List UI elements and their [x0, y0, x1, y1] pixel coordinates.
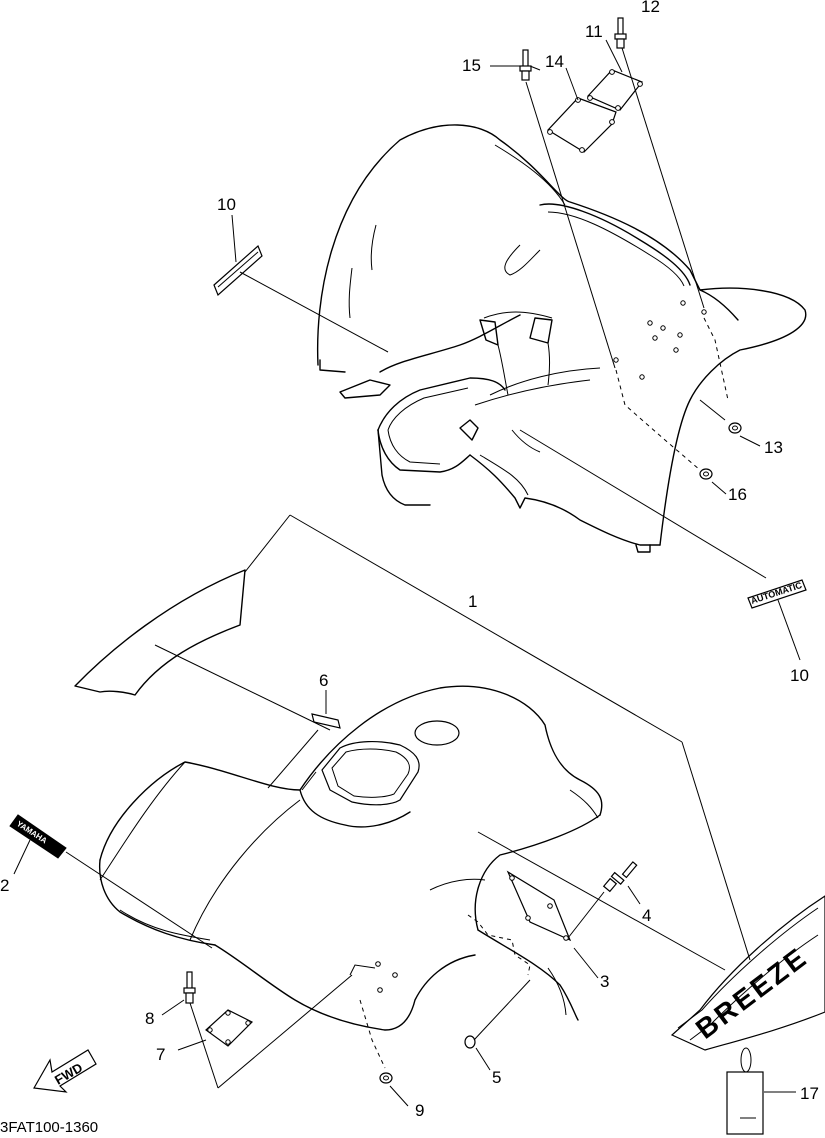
- callout-9: 9: [415, 1101, 424, 1120]
- grommet-9: [379, 1072, 409, 1107]
- front-fender: [74, 569, 603, 1069]
- plate-3: [506, 870, 572, 942]
- callout-11: 11: [585, 22, 603, 41]
- grommet-13: [728, 422, 742, 434]
- screw-15: [519, 49, 532, 81]
- plate-11: [586, 69, 643, 111]
- emblem-10-strip: [213, 214, 389, 353]
- callout-17: 17: [800, 1084, 819, 1103]
- part-1-leader-frame: [244, 514, 751, 961]
- plate-7-assembly: [161, 971, 353, 1089]
- callout-4: 4: [642, 906, 651, 925]
- yamaha-emblem: YAMAHA: [9, 814, 213, 949]
- callout-leaders: [490, 39, 761, 979]
- callout-8: 8: [145, 1009, 154, 1028]
- callout-16: 16: [728, 485, 747, 504]
- grommet-5: [464, 979, 531, 1071]
- screw-4: [567, 861, 641, 939]
- emblem-6: [154, 644, 341, 789]
- callout-2: 2: [0, 876, 9, 895]
- tag-17: [726, 1047, 796, 1135]
- automatic-emblem: AUTOMATIC: [519, 429, 807, 661]
- callout-13: 13: [764, 438, 783, 457]
- callout-3: 3: [600, 972, 609, 991]
- callout-5: 5: [492, 1068, 501, 1087]
- grommet-16: [699, 468, 713, 480]
- rear-fender: [316, 124, 807, 553]
- rear-fender-plates: [519, 17, 742, 480]
- breeze-panel: BREEZE: [477, 831, 825, 1051]
- callout-10-top: 10: [217, 195, 236, 214]
- callout-6: 6: [319, 671, 328, 690]
- screw-12: [614, 17, 627, 49]
- drawing-code: 3FAT100-1360: [0, 1119, 98, 1136]
- callout-12: 12: [641, 0, 660, 16]
- fwd-arrow: FWD: [33, 1049, 97, 1093]
- callout-15: 15: [462, 56, 481, 75]
- callout-1: 1: [468, 592, 477, 611]
- callout-14: 14: [545, 52, 564, 71]
- callout-7: 7: [156, 1045, 165, 1064]
- plate-14: [547, 97, 617, 153]
- callout-10-right: 10: [790, 666, 809, 685]
